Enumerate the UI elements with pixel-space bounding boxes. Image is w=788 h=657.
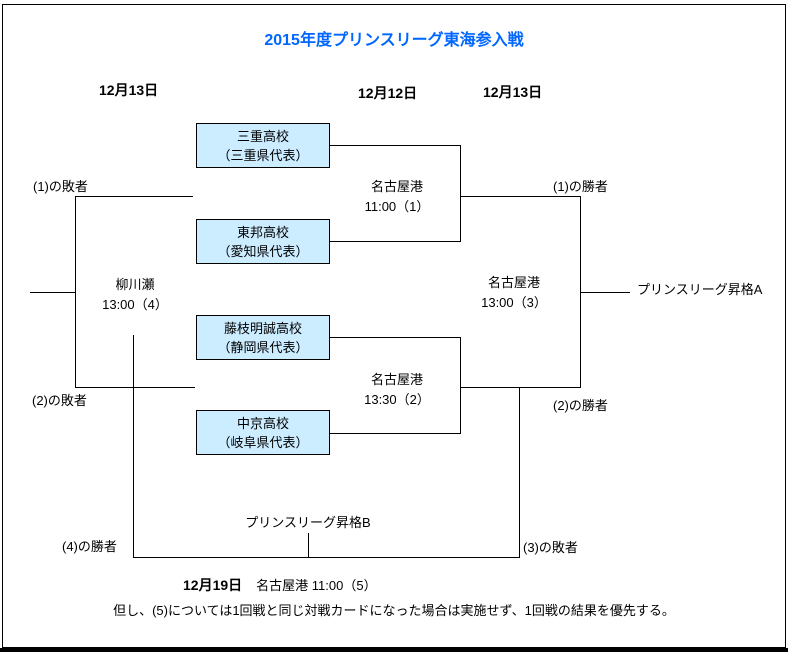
- label-promotion-b: プリンスリーグ昇格B: [245, 515, 371, 530]
- bracket-line-match1-vertical: [460, 145, 461, 242]
- final-match-details: 名古屋港 11:00（5）: [256, 578, 377, 593]
- page-border: [2, 4, 786, 648]
- bracket-line-team2-out: [330, 241, 460, 242]
- match1-time: 11:00（1）: [364, 199, 430, 214]
- match3-time: 13:00（3）: [481, 295, 547, 310]
- match3-label: 名古屋港 13:00（3）: [444, 273, 584, 313]
- team-name: 藤枝明誠高校: [223, 320, 302, 336]
- match4-time: 13:00（4）: [102, 297, 168, 312]
- bracket-line-team4-out: [330, 433, 460, 434]
- team-name: 東邦高校: [236, 224, 289, 240]
- date-header-left: 12月13日: [99, 82, 159, 98]
- bracket-line-winner4-down: [133, 335, 134, 557]
- team-name: 三重高校: [236, 128, 289, 144]
- match2-time: 13:30（2）: [364, 392, 430, 407]
- bracket-line-team1-out: [330, 145, 460, 146]
- label-loser1: (1)の敗者: [33, 179, 88, 194]
- bracket-line-match2-winner: [460, 387, 580, 388]
- bracket-line-match4-vertical: [75, 196, 76, 388]
- team-box-toho: 東邦高校 （愛知県代表）: [196, 219, 330, 264]
- bracket-line-match5-winner-stub: [308, 533, 309, 557]
- match4-label: 柳川瀬 13:00（4）: [65, 275, 205, 315]
- label-winner1: (1)の勝者: [553, 179, 608, 194]
- match1-label: 名古屋港 11:00（1）: [327, 177, 467, 217]
- label-winner4: (4)の勝者: [62, 539, 117, 554]
- team-prefecture: （岐阜県代表）: [217, 434, 309, 450]
- match3-venue: 名古屋港: [487, 275, 540, 290]
- label-loser3: (3)の敗者: [523, 540, 578, 555]
- team-box-fujieda-meisei: 藤枝明誠高校 （静岡県代表）: [196, 315, 330, 360]
- date-header-right: 12月13日: [483, 84, 543, 100]
- team-box-chukyo: 中京高校 （岐阜県代表）: [196, 410, 330, 455]
- final-match-date: 12月19日: [183, 577, 243, 593]
- bracket-line-loser1-in: [75, 196, 193, 197]
- team-prefecture: （愛知県代表）: [217, 243, 309, 259]
- label-loser2: (2)の敗者: [32, 393, 87, 408]
- bracket-line-match2-vertical: [460, 337, 461, 434]
- bracket-line-match5-horizontal: [133, 557, 520, 558]
- bracket-line-match1-winner: [460, 196, 580, 197]
- team-prefecture: （三重県代表）: [217, 147, 309, 163]
- team-prefecture: （静岡県代表）: [217, 339, 309, 355]
- match4-venue: 柳川瀬: [115, 277, 155, 292]
- match1-venue: 名古屋港: [370, 179, 423, 194]
- footnote: 但し、(5)については1回戦と同じ対戦カードになった場合は実施せず、1回戦の結果…: [113, 603, 675, 618]
- match2-venue: 名古屋港: [370, 372, 423, 387]
- date-header-middle: 12月12日: [358, 85, 418, 101]
- page-title: 2015年度プリンスリーグ東海参入戦: [264, 32, 524, 49]
- bracket-line-team3-out: [330, 337, 460, 338]
- final-match-info: 12月19日名古屋港 11:00（5）: [183, 575, 377, 595]
- bracket-line-match3-winner: [580, 292, 630, 293]
- bracket-line-loser2-in: [75, 387, 195, 388]
- match2-label: 名古屋港 13:30（2）: [327, 370, 467, 410]
- label-promotion-a: プリンスリーグ昇格A: [637, 282, 763, 297]
- page-bottom-rule: [0, 648, 788, 652]
- bracket-line-loser3-down: [519, 387, 520, 557]
- bracket-line-match4-winner: [30, 292, 75, 293]
- label-winner2: (2)の勝者: [553, 398, 608, 413]
- team-name: 中京高校: [236, 415, 289, 431]
- team-box-mie: 三重高校 （三重県代表）: [196, 123, 330, 168]
